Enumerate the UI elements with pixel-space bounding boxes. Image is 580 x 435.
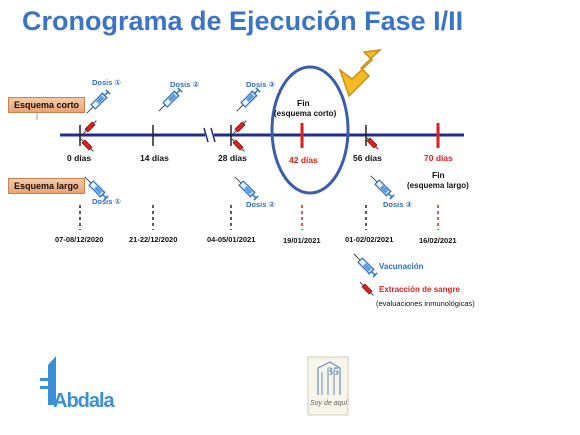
- pointer-arrow-icon: [338, 48, 383, 98]
- syringe-icon-dose2-short: [155, 86, 184, 115]
- date-label-4: 19/01/2021: [283, 236, 321, 245]
- blood-draw-icon-d28-long: [228, 135, 247, 154]
- dose-label-2-long: Dosis ②: [246, 200, 275, 209]
- syringe-icon-dose2-long: [231, 173, 260, 202]
- blood-draw-icon-d0: [80, 118, 99, 137]
- timeline-break-left: [203, 127, 209, 143]
- syringe-icon-dose3-short: [233, 86, 262, 115]
- page-title: Cronograma de Ejecución Fase I/II: [22, 6, 464, 36]
- date-label-6: 16/02/2021: [419, 236, 457, 245]
- dose-label-1-long: Dosis ①: [92, 197, 121, 206]
- anniversary-number: 35: [327, 364, 339, 378]
- dose-label-1-short: Dosis ①: [92, 78, 121, 87]
- blood-draw-icon-d28: [230, 118, 249, 137]
- legend-blood: Extracción de sangre: [379, 285, 460, 294]
- abdala-logo: Abdala: [53, 390, 115, 412]
- legend-blood-icon: [357, 279, 376, 298]
- date-label-5: 01-02/02/2021: [345, 235, 394, 244]
- day-label-56: 56 días: [353, 153, 382, 163]
- day-label-28: 28 días: [218, 153, 247, 163]
- dose-label-3-long: Dosis ③: [383, 200, 412, 209]
- legend-blood-note: (evaluaciones inmunológicas): [376, 299, 475, 308]
- end-long-label-line1: Fin: [432, 170, 445, 180]
- timeline-break-right: [210, 127, 216, 143]
- day-label-70: 70 días: [424, 153, 453, 163]
- end-short-label-line1: Fin: [297, 98, 310, 108]
- abdala-logo-mark-icon: [48, 356, 56, 405]
- legend-vaccination: Vacunación: [379, 262, 424, 271]
- end-long-label-line2: (esquema largo): [407, 181, 469, 190]
- date-label-3: 04-05/01/2021: [207, 235, 256, 244]
- syringe-icon-dose1-short: [83, 88, 112, 117]
- scheme-short-tag: Esquema corto: [8, 97, 86, 113]
- day-label-42: 42 días: [289, 155, 318, 165]
- scheme-long-tag: Esquema largo: [8, 178, 85, 194]
- dose-label-3-short: Dosis ③: [246, 80, 275, 89]
- day-label-14: 14 días: [140, 153, 169, 163]
- syringe-icon-dose3-long: [367, 172, 396, 201]
- legend-syringe-icon: [350, 250, 379, 279]
- blood-draw-icon-d0-long: [77, 135, 96, 154]
- date-label-1: 07-08/12/2020: [55, 235, 104, 244]
- day-label-0: 0 días: [67, 153, 92, 163]
- highlight-ellipse: [270, 65, 350, 195]
- anniversary-motto: Soy de aquí: [310, 400, 348, 407]
- date-label-2: 21-22/12/2020: [129, 235, 178, 244]
- dose-label-2-short: Dosis ②: [170, 80, 199, 89]
- end-short-label-line2: (esquema corto): [274, 109, 337, 118]
